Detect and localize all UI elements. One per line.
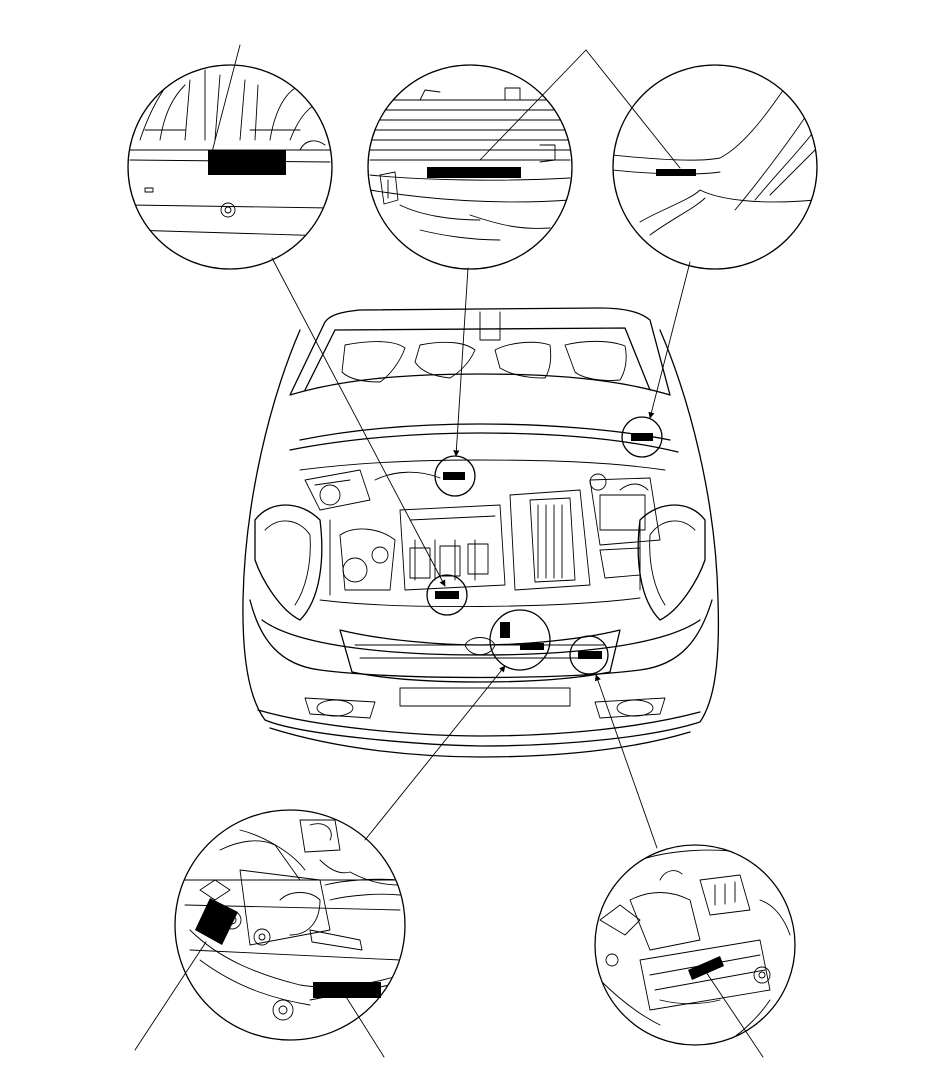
detail-view-top-right [612,64,818,270]
label-marker-front-right [578,651,602,659]
label-marker-upper-center [443,472,465,480]
label-marker-engine-left [435,591,459,599]
label-marker-detail-top-center [427,167,521,178]
label-marker-detail-bottom-left-a [195,898,238,945]
label-marker-detail-top-left [208,150,286,175]
grille [339,629,621,683]
label-marker-upper-right [631,433,653,441]
leader-lines [134,44,764,1058]
label-marker-detail-bottom-right [688,956,724,980]
label-marker-front-center-a [500,622,510,638]
right-headlight [637,504,706,621]
label-marker-detail-top-right [656,169,696,176]
hood-outline [289,307,671,396]
detail-view-top-left [127,64,333,270]
label-marker-detail-bottom-left-b [313,982,381,998]
detail-view-top-center [367,64,573,270]
callout-circle-front-right [569,635,609,675]
body-outline [242,329,720,747]
vehicle-front-view [242,307,720,758]
detail-view-bottom-right [594,844,796,1046]
left-headlight [254,504,323,621]
label-marker-front-center-b [520,643,544,650]
callout-circle-front-center [489,609,551,671]
detail-view-bottom-left [174,809,406,1041]
callout-circle-upper-right [621,416,663,458]
callout-circle-engine-left [426,574,468,616]
